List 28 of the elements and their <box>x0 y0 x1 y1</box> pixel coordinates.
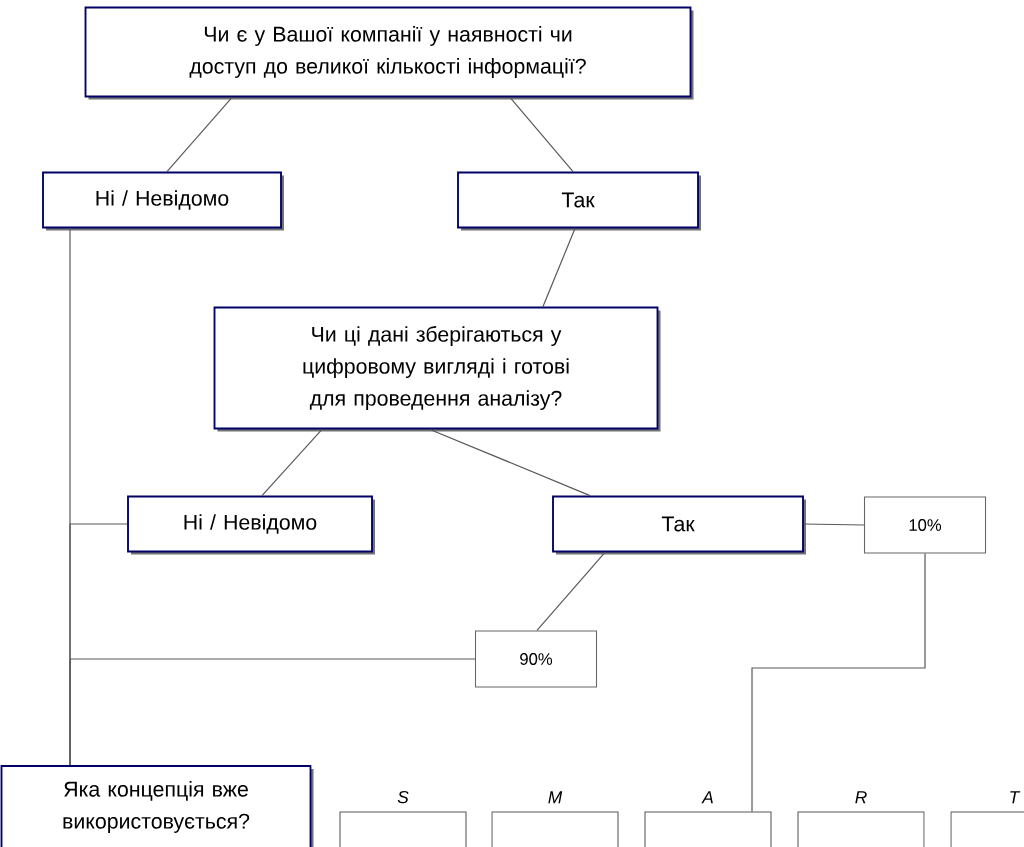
connector-line <box>509 96 574 173</box>
question-box: Ні / Невідомо <box>127 495 375 555</box>
connector-line <box>803 523 865 526</box>
connector-line <box>166 96 233 173</box>
connector-line <box>536 551 606 632</box>
open-box: M <box>491 791 619 847</box>
value-box: 90% <box>474 630 598 688</box>
question-box: Яка концепція вже використовується? <box>0 765 314 847</box>
open-box: S <box>339 790 467 847</box>
node-label: R <box>855 791 867 804</box>
connector-line <box>751 552 926 813</box>
connector-line <box>429 428 591 497</box>
node-label: S <box>397 790 409 804</box>
open-box: A <box>644 791 772 847</box>
value-box: 10% <box>863 496 987 554</box>
open-box: R <box>797 791 925 847</box>
connector-line <box>542 227 576 308</box>
question-box: Чи ці дані зберігаються у цифровому вигляді і готові для проведення аналізу? <box>213 306 661 432</box>
connector-line <box>69 658 476 766</box>
connector-line <box>261 428 323 497</box>
node-label: T <box>1010 791 1021 804</box>
question-box: Ні / Невідомо <box>42 171 284 231</box>
node-label: M <box>548 791 563 804</box>
question-box: Так <box>457 171 701 231</box>
question-box: Чи є у Вашої компанії у наявності чи доступ до великої кількості інформації? <box>84 6 694 100</box>
open-box: T <box>950 791 1024 847</box>
question-box: Так <box>552 495 806 555</box>
node-label: A <box>701 791 713 804</box>
